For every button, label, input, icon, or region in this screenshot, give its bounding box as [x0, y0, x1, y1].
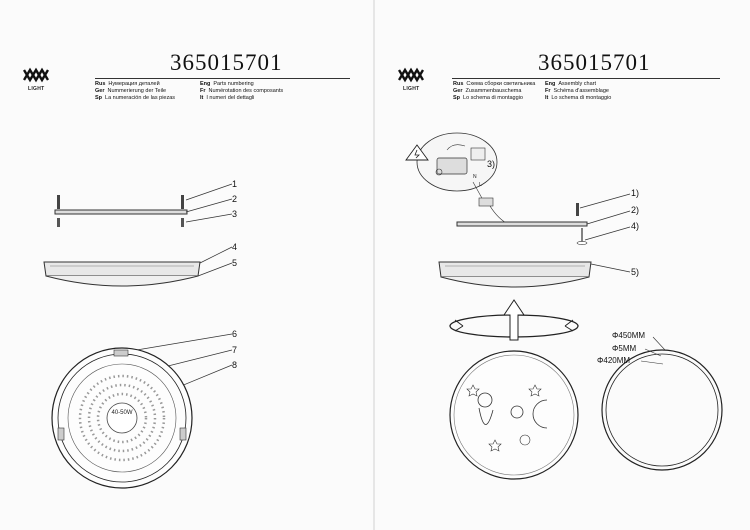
callout-5: 5 [232, 258, 237, 268]
callout-1: 1 [232, 179, 237, 189]
moon-icon [532, 399, 548, 429]
model-code: 365015701 [170, 50, 283, 75]
callout-2: 2 [232, 194, 237, 204]
page-fold [373, 0, 375, 530]
screw-icon [576, 203, 579, 216]
callout-3: 3 [232, 209, 237, 219]
character-icon [510, 405, 524, 419]
wattage-label: 40-50W [111, 410, 132, 416]
wiring-l-label: L [479, 182, 482, 188]
up-arrow-icon [503, 299, 525, 341]
character-icon [477, 392, 493, 408]
dimension-inner: Φ420MM [597, 356, 630, 365]
callout-2: 2) [631, 205, 639, 215]
brand-text: LIGHT [28, 86, 45, 92]
callout-8: 8 [232, 360, 237, 370]
brand-text: LIGHT [403, 86, 420, 92]
anchor-icon [57, 218, 184, 227]
lamp-body-side [438, 261, 592, 288]
wiring-detail [405, 132, 498, 192]
mounting-plate [456, 221, 588, 227]
screw-icon [57, 195, 184, 209]
brand-logo-icon [398, 67, 424, 83]
callout-7: 7 [232, 345, 237, 355]
dimension-rim: Φ5MM [612, 344, 636, 353]
connector-icon [478, 197, 494, 207]
assembly-diagram: N L 3) [405, 132, 723, 480]
star-icon [466, 384, 480, 397]
lamp-cover-decorated [449, 350, 579, 480]
callout-5: 5) [631, 267, 639, 277]
callout-4: 4) [631, 221, 639, 231]
terminal-block-icon [436, 157, 468, 175]
model-code: 365015701 [538, 50, 651, 75]
callout-6: 6 [232, 329, 237, 339]
anchor-icon [576, 228, 588, 245]
dimension-outer: Φ450MM [612, 331, 645, 340]
dimension-ring [601, 349, 723, 471]
lamp-body-side [43, 261, 201, 287]
callout-4: 4 [232, 242, 237, 252]
wiring-n-label: N [473, 174, 477, 180]
callout-1: 1) [631, 188, 639, 198]
lamp-top-view [51, 347, 193, 489]
warning-icon [405, 144, 429, 161]
star-icon [488, 439, 502, 452]
star-icon [528, 384, 542, 397]
brand-logo-icon [23, 67, 49, 83]
mounting-plate [54, 209, 188, 215]
header-rule [452, 78, 720, 79]
header-rule [95, 78, 350, 79]
parts-diagram: 40-50W 1 2 3 4 5 6 7 8 [43, 179, 237, 489]
wiring-step-label: 3) [487, 159, 495, 169]
